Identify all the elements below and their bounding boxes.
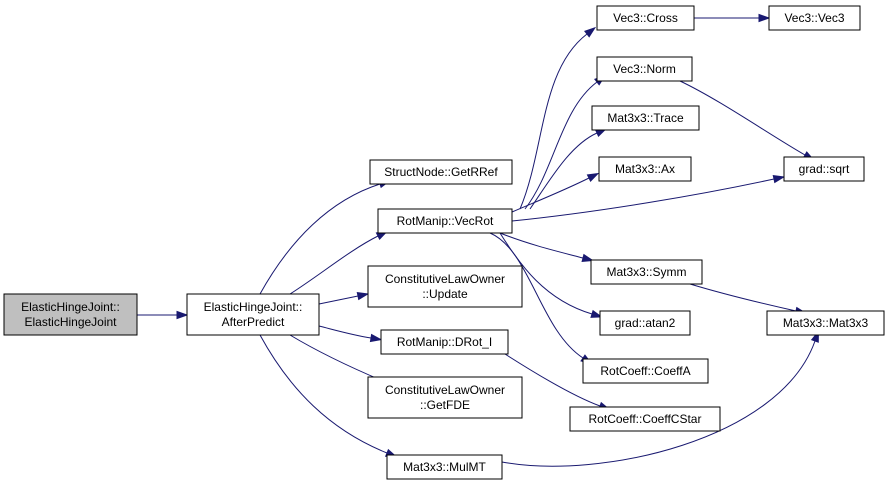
node-clo_update[interactable]: ConstitutiveLawOwner::Update <box>367 265 523 308</box>
node-box-atan2[interactable] <box>599 310 691 336</box>
node-vec3ctor[interactable]: Vec3::Vec3 <box>768 5 861 31</box>
node-drot[interactable]: RotManip::DRot_I <box>380 329 509 355</box>
node-mulmt[interactable]: Mat3x3::MulMT <box>386 454 503 480</box>
nodes-layer: ElasticHingeJoint::ElasticHingeJointElas… <box>3 5 885 480</box>
node-mat3x3ctor[interactable]: Mat3x3::Mat3x3 <box>766 310 885 336</box>
node-coeffa[interactable]: RotCoeff::CoeffA <box>582 358 709 384</box>
node-label-ax-line-0: Mat3x3::Ax <box>615 162 675 176</box>
node-label-drot-line-0: RotManip::DRot_I <box>397 335 492 349</box>
node-label-trace-line-0: Mat3x3::Trace <box>607 111 684 125</box>
node-coeffcstar[interactable]: RotCoeff::CoeffCStar <box>569 406 721 432</box>
node-label-clo_getfde-line-0: ConstitutiveLawOwner <box>385 383 505 397</box>
edge-afterpredict-to-drot-arrowhead <box>369 333 383 343</box>
node-box-symm[interactable] <box>590 259 703 285</box>
node-label-cross-line-0: Vec3::Cross <box>613 11 678 25</box>
edge-root-to-afterpredict-arrowhead <box>176 310 189 320</box>
node-box-cross[interactable] <box>596 5 695 31</box>
node-cross[interactable]: Vec3::Cross <box>596 5 695 31</box>
edge-vecrot-to-symm-arrowhead <box>581 253 595 262</box>
node-box-coeffa[interactable] <box>582 358 709 384</box>
edge-vecrot-to-symm <box>499 232 584 259</box>
node-box-clo_getfde[interactable] <box>367 376 523 419</box>
edge-vecrot-to-cross <box>519 33 588 210</box>
edge-vecrot-to-cross-arrowhead <box>584 26 597 38</box>
edge-afterpredict-to-getrref <box>259 183 381 295</box>
node-label-vecrot-line-0: RotManip::VecRot <box>397 214 494 228</box>
node-trace[interactable]: Mat3x3::Trace <box>591 105 700 131</box>
node-label-vec3ctor-line-0: Vec3::Vec3 <box>784 11 844 25</box>
node-label-root-line-1: ElasticHingeJoint <box>24 315 117 329</box>
edge-mulmt-to-mat3x3ctor <box>501 340 816 467</box>
node-box-mulmt[interactable] <box>386 454 503 480</box>
node-box-vecrot[interactable] <box>377 208 513 234</box>
node-box-sqrt[interactable] <box>783 156 865 182</box>
edge-vecrot-to-atan2-arrowhead <box>590 309 604 318</box>
node-box-trace[interactable] <box>591 105 700 131</box>
edge-vecrot-to-atan2 <box>499 232 593 315</box>
edge-norm-to-sqrt <box>679 80 806 156</box>
node-label-symm-line-0: Mat3x3::Symm <box>606 265 686 279</box>
node-box-drot[interactable] <box>380 329 509 355</box>
edge-afterpredict-to-mulmt <box>259 334 388 454</box>
node-label-clo_update-line-1: ::Update <box>422 287 468 301</box>
node-symm[interactable]: Mat3x3::Symm <box>590 259 703 285</box>
node-norm[interactable]: Vec3::Norm <box>596 56 693 82</box>
edge-symm-to-mat3x3ctor <box>689 283 797 312</box>
edge-afterpredict-to-clo_getfde <box>289 334 384 382</box>
edge-afterpredict-to-drot <box>318 325 372 339</box>
node-box-norm[interactable] <box>596 56 693 82</box>
node-box-clo_update[interactable] <box>367 265 523 308</box>
node-label-sqrt-line-0: grad::sqrt <box>799 162 850 176</box>
edge-drot-to-coeffcstar <box>504 353 601 407</box>
node-box-mat3x3ctor[interactable] <box>766 310 885 336</box>
node-label-mat3x3ctor-line-0: Mat3x3::Mat3x3 <box>783 316 869 330</box>
node-label-clo_getfde-line-1: ::GetFDE <box>420 398 470 412</box>
node-afterpredict[interactable]: ElasticHingeJoint::AfterPredict <box>186 293 320 336</box>
node-box-coeffcstar[interactable] <box>569 406 721 432</box>
node-label-afterpredict-line-1: AfterPredict <box>222 315 285 329</box>
node-label-clo_update-line-0: ConstitutiveLawOwner <box>385 272 505 286</box>
edge-vecrot-to-ax-arrowhead <box>586 172 600 182</box>
node-label-getrref-line-0: StructNode::GetRRef <box>384 165 498 179</box>
node-label-root-line-0: ElasticHingeJoint:: <box>21 300 120 314</box>
node-label-coeffa-line-0: RotCoeff::CoeffA <box>600 364 690 378</box>
edge-vecrot-to-coeffa <box>489 232 584 359</box>
edge-afterpredict-to-clo_update <box>318 295 359 305</box>
edge-vecrot-to-trace <box>529 132 598 210</box>
node-label-coeffcstar-line-0: RotCoeff::CoeffCStar <box>589 412 702 426</box>
node-label-norm-line-0: Vec3::Norm <box>613 62 676 76</box>
edge-vecrot-to-sqrt <box>511 178 775 222</box>
node-box-getrref[interactable] <box>369 159 513 185</box>
node-root[interactable]: ElasticHingeJoint::ElasticHingeJoint <box>3 293 138 336</box>
edge-vecrot-to-norm <box>524 81 598 210</box>
edge-cross-to-vec3ctor-arrowhead <box>758 13 771 23</box>
edge-vecrot-to-sqrt-arrowhead <box>772 174 786 184</box>
edge-afterpredict-to-clo_update-arrowhead <box>356 291 370 301</box>
node-label-atan2-line-0: grad::atan2 <box>615 316 676 330</box>
node-box-afterpredict[interactable] <box>186 293 320 336</box>
node-atan2[interactable]: grad::atan2 <box>599 310 691 336</box>
node-clo_getfde[interactable]: ConstitutiveLawOwner::GetFDE <box>367 376 523 419</box>
node-getrref[interactable]: StructNode::GetRRef <box>369 159 513 185</box>
node-box-vec3ctor[interactable] <box>768 5 861 31</box>
node-label-afterpredict-line-0: ElasticHingeJoint:: <box>204 300 303 314</box>
edge-afterpredict-to-vecrot <box>289 235 379 295</box>
node-ax[interactable]: Mat3x3::Ax <box>598 156 692 182</box>
edge-vecrot-to-ax <box>511 177 590 213</box>
node-vecrot[interactable]: RotManip::VecRot <box>377 208 513 234</box>
node-label-mulmt-line-0: Mat3x3::MulMT <box>403 460 486 474</box>
node-sqrt[interactable]: grad::sqrt <box>783 156 865 182</box>
node-box-root[interactable] <box>3 293 138 336</box>
node-box-ax[interactable] <box>598 156 692 182</box>
